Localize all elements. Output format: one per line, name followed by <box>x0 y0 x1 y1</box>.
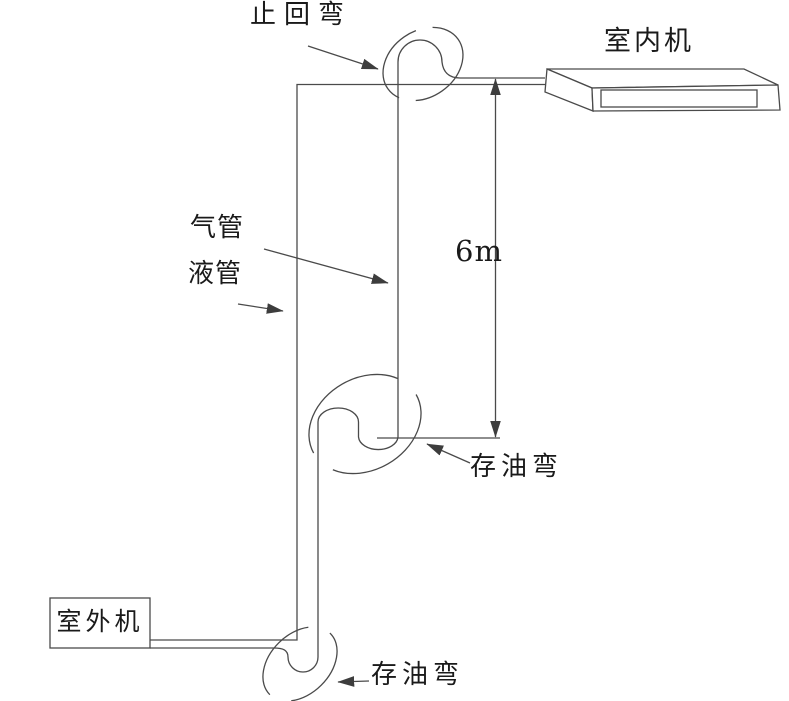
indoor-unit-grille <box>600 89 758 108</box>
oil-trap-bottom-label: 存油弯 <box>371 660 465 689</box>
indoor-unit-label: 室内机 <box>604 26 694 56</box>
gas-pipe-line <box>150 39 545 673</box>
oil-trap-middle-circle <box>308 373 422 475</box>
check-bend-circle <box>382 26 464 102</box>
outdoor-unit-box <box>49 597 151 649</box>
liquid-pipe-line <box>150 83 545 641</box>
oil-trap-middle-label: 存油弯 <box>470 452 564 481</box>
oil-trap-bottom-leader-arrow <box>337 676 370 687</box>
oil-trap-bottom-circle <box>262 626 338 701</box>
indoor-unit-front-face <box>591 84 781 112</box>
indoor-unit-drawing <box>544 68 781 112</box>
check-bend-leader-arrow <box>307 45 379 70</box>
gas-pipe-label: 气管 <box>190 213 245 242</box>
liquid-pipe-leader-arrow <box>237 303 284 314</box>
check-bend-label: 止回弯 <box>250 0 353 29</box>
liquid-pipe-label: 液管 <box>188 259 243 288</box>
dimension-label-6m: 6m <box>455 234 503 268</box>
oil-trap-middle-leader-arrow <box>426 443 471 464</box>
gas-pipe-leader-arrow <box>263 248 389 284</box>
outdoor-unit-label: 室外机 <box>56 608 144 636</box>
